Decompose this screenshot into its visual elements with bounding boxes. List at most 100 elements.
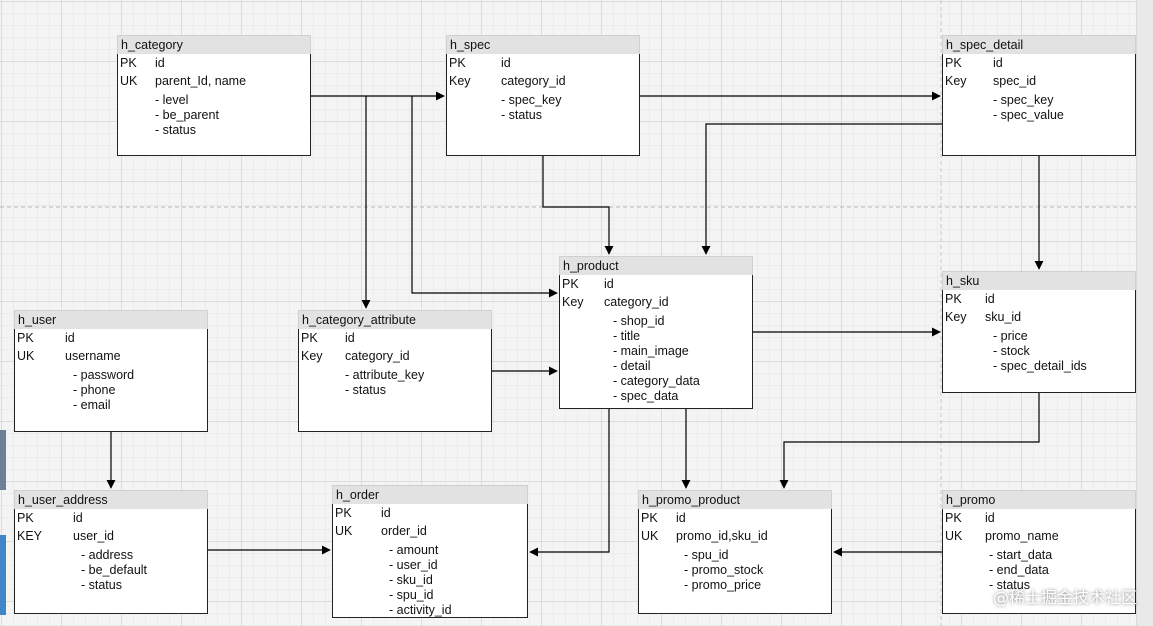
attribute-field: - shop_id bbox=[613, 314, 665, 328]
attribute-field: - spec_detail_ids bbox=[993, 359, 1087, 373]
key-field-name: category_id bbox=[604, 295, 669, 309]
key-type: PK bbox=[945, 292, 962, 306]
key-field-name: id bbox=[345, 331, 355, 345]
attribute-field: - end_data bbox=[989, 563, 1049, 577]
key-type: Key bbox=[945, 310, 967, 324]
key-field-name: id bbox=[73, 511, 83, 525]
key-field-name: promo_id,sku_id bbox=[676, 529, 768, 543]
key-type: PK bbox=[335, 506, 352, 520]
key-field-name: id bbox=[501, 56, 511, 70]
key-row: PK id bbox=[945, 291, 995, 307]
relation-h-spec-detail-to-h-product bbox=[701, 123, 942, 255]
attribute-field: - activity_id bbox=[389, 603, 452, 617]
attribute-field: - main_image bbox=[613, 344, 689, 358]
key-row: Key sku_id bbox=[945, 309, 1021, 325]
attribute-field: - spec_data bbox=[613, 389, 679, 403]
key-field-name: parent_Id, name bbox=[155, 74, 247, 88]
attribute-field: - level bbox=[155, 93, 189, 107]
attribute-field: - start_data bbox=[989, 548, 1053, 562]
key-field-name: id bbox=[155, 56, 165, 70]
entity-title: h_product bbox=[559, 256, 753, 275]
relation-h-category-to-h-product bbox=[411, 96, 558, 298]
entity-title: h_sku bbox=[942, 271, 1136, 290]
watermark: @稀土掘金技术社区 bbox=[992, 588, 1137, 607]
canvas-scroll-edge bbox=[1136, 0, 1153, 626]
key-field-name: category_id bbox=[345, 349, 410, 363]
key-row: UK promo_id,sku_id bbox=[641, 528, 768, 544]
key-type: UK bbox=[17, 349, 35, 363]
relation-h-product-to-h-order bbox=[529, 409, 610, 557]
attribute-field: - spu_id bbox=[684, 548, 729, 562]
attribute-field: - phone bbox=[73, 383, 116, 397]
key-row: Key category_id bbox=[301, 348, 410, 364]
entity-title: h_spec_detail bbox=[942, 35, 1136, 54]
key-field-name: spec_id bbox=[993, 74, 1037, 88]
entity-title: h_user_address bbox=[14, 490, 208, 509]
attribute-field: - spec_value bbox=[993, 108, 1064, 122]
attribute-field: - amount bbox=[389, 543, 439, 557]
attribute-field: - user_id bbox=[389, 558, 438, 572]
key-field-name: sku_id bbox=[985, 310, 1022, 324]
key-type: PK bbox=[120, 56, 137, 70]
key-field-name: id bbox=[985, 292, 995, 306]
attribute-field: - detail bbox=[613, 359, 651, 373]
key-field-name: id bbox=[676, 511, 686, 525]
key-type: Key bbox=[562, 295, 584, 309]
attribute-field: - status bbox=[81, 578, 122, 592]
entity-title: h_order bbox=[332, 485, 528, 504]
attribute-field: - promo_price bbox=[684, 578, 762, 592]
key-type: PK bbox=[945, 511, 962, 525]
relation-h-sku-to-h-promo-product bbox=[779, 393, 1040, 489]
key-field-name: id bbox=[65, 331, 75, 345]
relation-h-spec-to-h-product bbox=[542, 156, 614, 255]
key-type: PK bbox=[945, 56, 962, 70]
attribute-field: - stock bbox=[993, 344, 1030, 358]
key-type: PK bbox=[17, 331, 34, 345]
key-field-name: user_id bbox=[73, 529, 114, 543]
key-type: Key bbox=[301, 349, 323, 363]
key-type: UK bbox=[641, 529, 659, 543]
attribute-field: - address bbox=[81, 548, 134, 562]
key-type: UK bbox=[335, 524, 353, 538]
attribute-field: - be_default bbox=[81, 563, 148, 577]
key-row: PK id bbox=[17, 330, 75, 346]
key-type: Key bbox=[945, 74, 967, 88]
attribute-field: - email bbox=[73, 398, 111, 412]
key-field-name: category_id bbox=[501, 74, 566, 88]
key-type: UK bbox=[945, 529, 963, 543]
left-edge-strip bbox=[0, 430, 6, 490]
attribute-field: - status bbox=[155, 123, 196, 137]
key-row: Key spec_id bbox=[945, 73, 1036, 89]
attribute-field: - spu_id bbox=[389, 588, 434, 602]
attribute-field: - status bbox=[989, 578, 1030, 592]
attribute-field: - title bbox=[613, 329, 641, 343]
entity-title: h_promo bbox=[942, 490, 1136, 509]
attribute-field: - spec_key bbox=[993, 93, 1054, 107]
key-type: KEY bbox=[17, 529, 43, 543]
key-row: KEY user_id bbox=[17, 528, 114, 544]
attribute-field: - spec_key bbox=[501, 93, 562, 107]
entity-title: h_promo_product bbox=[638, 490, 832, 509]
